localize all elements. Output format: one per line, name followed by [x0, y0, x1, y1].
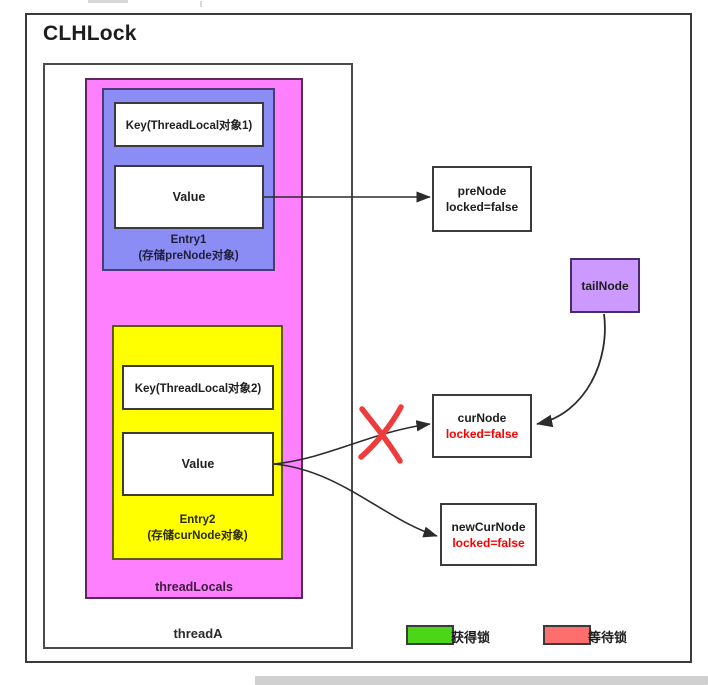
entry2-name: Entry2 — [179, 514, 216, 526]
entry1-key-cell: Key(ThreadLocal对象1) — [114, 102, 264, 147]
curnode-lock-state: locked=false — [445, 427, 519, 441]
horizontal-scrollbar[interactable] — [255, 676, 708, 685]
entry1-subcaption: (存储preNode对象) — [138, 250, 239, 262]
curnode-title: curNode — [457, 411, 507, 425]
legend-swatch-acquired — [406, 625, 454, 645]
newcurnode-title: newCurNode — [451, 519, 526, 534]
entry1-caption: Entry1 (存储preNode对象) — [102, 232, 275, 264]
threadlocals-label: threadLocals — [155, 580, 233, 594]
threada-label: threadA — [173, 626, 223, 641]
entry1-name: Entry1 — [170, 234, 207, 246]
top-clipped-row — [0, 0, 708, 7]
entry2-value-cell: Value — [122, 432, 274, 496]
entry1-value-cell: Value — [114, 165, 264, 229]
tailnode-box: tailNode — [570, 258, 640, 313]
legend-label-acquired: 获得锁 — [451, 630, 491, 645]
page-title: CLHLock — [43, 22, 137, 45]
newcurnode-lock-state: locked=false — [452, 535, 525, 550]
legend-label-waiting: 等待锁 — [588, 630, 628, 645]
prenode-title: preNode — [457, 184, 507, 198]
curnode-box: curNode locked=false — [432, 394, 532, 458]
entry2-subcaption: (存储curNode对象) — [147, 530, 248, 542]
prenode-lock-state: locked=false — [445, 200, 519, 214]
legend-swatch-waiting — [543, 625, 591, 645]
tailnode-title: tailNode — [581, 278, 629, 293]
entry2-caption: Entry2 (存储curNode对象) — [112, 512, 283, 544]
prenode-box: preNode locked=false — [432, 166, 532, 232]
newcurnode-box: newCurNode locked=false — [440, 503, 537, 566]
entry2-key-cell: Key(ThreadLocal对象2) — [122, 365, 274, 410]
